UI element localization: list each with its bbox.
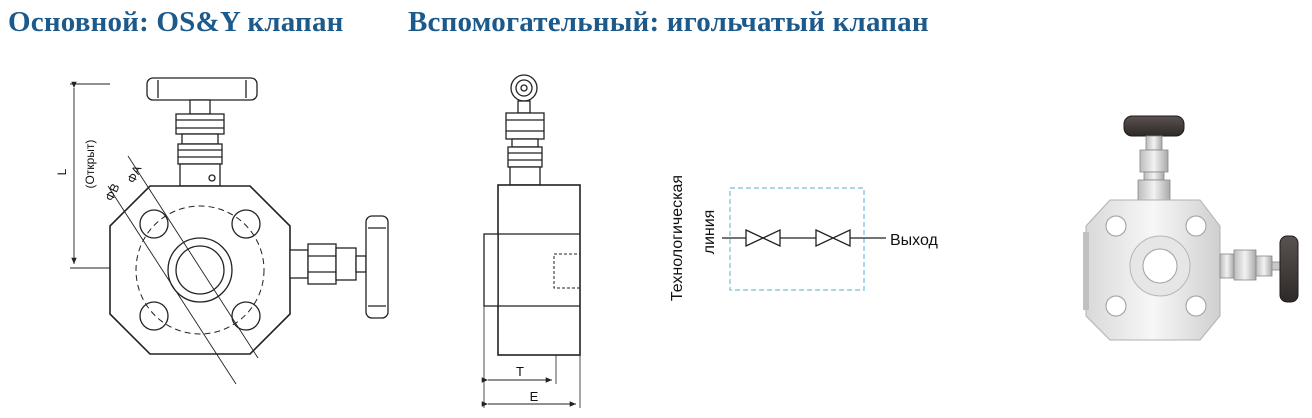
dim-label-thickness: T	[516, 364, 524, 379]
side-view-drawing	[481, 74, 581, 408]
dim-label-phi-a: ΦA	[124, 163, 144, 185]
front-view-drawing	[70, 77, 389, 385]
schematic-boundary-box	[729, 187, 865, 291]
dim-label-phi-b: ΦB	[102, 181, 122, 203]
front-bonnet	[175, 113, 225, 187]
title-main-valve: Основной: OS&Y клапан	[8, 6, 344, 38]
front-side-needle-valve	[289, 215, 389, 319]
product-render	[1083, 115, 1299, 341]
flow-schematic	[722, 187, 886, 291]
front-body-octagon	[109, 185, 291, 355]
dim-label-total: E	[530, 389, 539, 404]
dim-line-phi-a	[127, 155, 259, 359]
schematic-inlet-label: Технологическая	[669, 175, 686, 301]
dim-line-phi-b	[107, 185, 237, 385]
front-handwheel	[146, 77, 258, 115]
dim-label-length-note: (Открыт)	[83, 140, 97, 189]
dim-label-length: L	[55, 168, 69, 175]
schematic-inlet-label-line2: линия	[701, 210, 718, 255]
schematic-outlet-label: Выход	[890, 232, 939, 249]
title-auxiliary-valve: Вспомогательный: игольчатый клапан	[408, 6, 929, 38]
schematic-valve-1-icon	[745, 228, 781, 248]
schematic-valve-2-icon	[815, 228, 851, 248]
